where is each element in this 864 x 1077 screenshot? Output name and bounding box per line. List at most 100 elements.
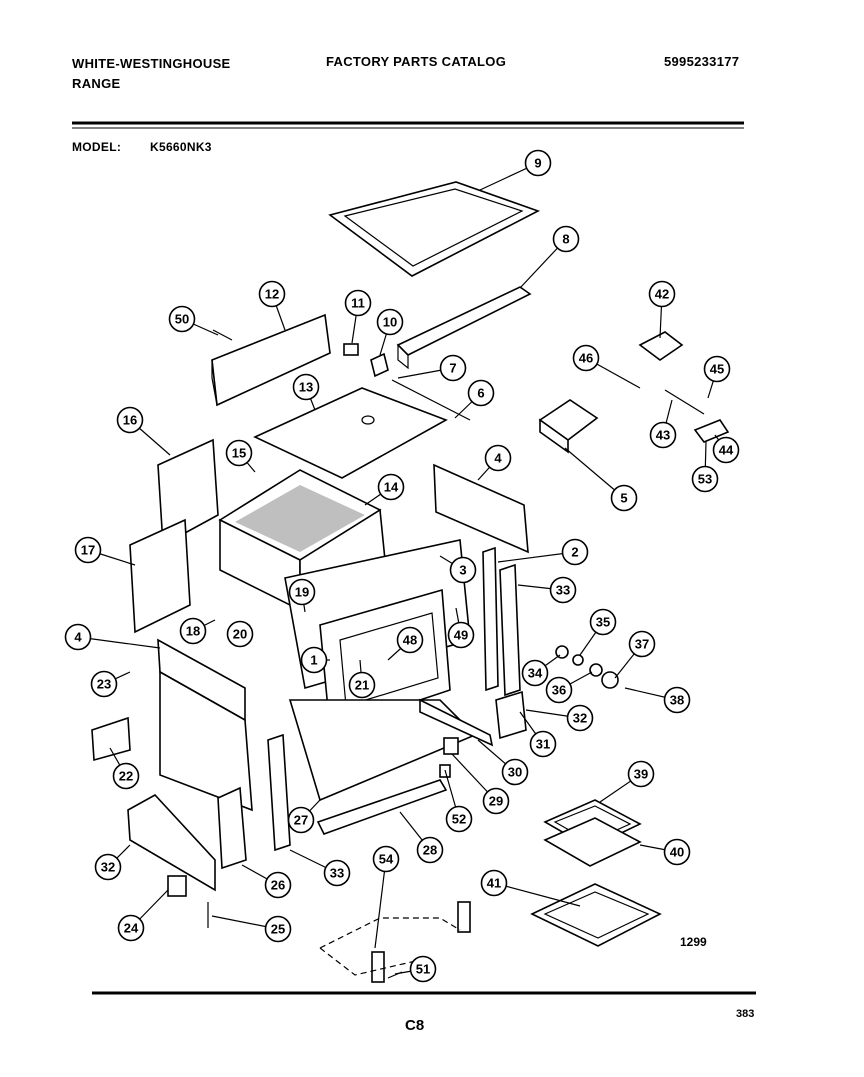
callout-bubble (589, 608, 617, 636)
callout-bubble (691, 465, 719, 493)
drawing-code: 1299 (680, 935, 707, 949)
callout-bubble (561, 538, 589, 566)
leader-line-4 (77, 636, 161, 649)
callout-10: 10 (376, 308, 404, 336)
callout-23: 23 (90, 670, 118, 698)
model-value: K5660NK3 (150, 140, 212, 154)
callout-37: 37 (628, 630, 656, 658)
part-11-clip (343, 343, 359, 356)
callout-17: 17 (74, 536, 102, 564)
callout-52: 52 (445, 805, 473, 833)
callout-35: 35 (589, 608, 617, 636)
callout-13: 13 (292, 373, 320, 401)
callout-number: 16 (123, 413, 137, 428)
part-41-oven-rack (530, 883, 662, 947)
callout-bubble (288, 578, 316, 606)
part-35-nut (572, 654, 584, 666)
part-16-side-panel (157, 438, 219, 547)
callout-bubble (447, 621, 475, 649)
callout-bubble (292, 373, 320, 401)
part-30-slide (419, 698, 494, 747)
callout-40: 40 (663, 838, 691, 866)
callout-48: 48 (396, 626, 424, 654)
part-36-grommet (589, 663, 603, 677)
callout-bubble (482, 787, 510, 815)
callout-number: 33 (556, 583, 570, 598)
part-33-post-left (267, 733, 291, 852)
page-number: 383 (736, 1008, 754, 1020)
callout-42: 42 (648, 280, 676, 308)
callout-44: 44 (712, 436, 740, 464)
callout-number: 6 (477, 386, 484, 401)
callout-43: 43 (649, 421, 677, 449)
callout-number: 54 (379, 852, 394, 867)
callout-bubble (117, 914, 145, 942)
callout-number: 11 (351, 296, 365, 311)
callout-bubble (449, 556, 477, 584)
callout-16: 16 (116, 406, 144, 434)
callout-number: 2 (571, 545, 578, 560)
callout-3: 3 (449, 556, 477, 584)
part-13-insulation (253, 387, 448, 479)
callout-29: 29 (482, 787, 510, 815)
part-24-leg (167, 875, 187, 897)
callout-bubble (628, 630, 656, 658)
callout-27: 27 (287, 806, 315, 834)
callout-number: 52 (452, 812, 466, 827)
callout-number: 22 (119, 769, 133, 784)
callout-bubble (323, 859, 351, 887)
callout-5: 5 (610, 484, 638, 512)
callout-number: 29 (489, 794, 503, 809)
callout-number: 38 (670, 693, 684, 708)
callout-number: 32 (101, 860, 115, 875)
callout-21: 21 (348, 671, 376, 699)
callout-number: 33 (330, 866, 344, 881)
callout-2: 2 (561, 538, 589, 566)
callout-number: 34 (528, 666, 543, 681)
part-33-post-right (499, 563, 521, 697)
part-drawings (91, 181, 730, 983)
callout-bubble (94, 853, 122, 881)
callout-45: 45 (703, 355, 731, 383)
part-29-block (443, 737, 459, 755)
callout-4: 4 (484, 444, 512, 472)
callout-number: 15 (232, 446, 246, 461)
callout-number: 10 (383, 315, 397, 330)
callout-number: 49 (454, 628, 468, 643)
callout-number: 50 (175, 312, 189, 327)
callout-30: 30 (501, 758, 529, 786)
callout-number: 21 (355, 678, 369, 693)
callout-bubble (712, 436, 740, 464)
callout-number: 18 (186, 624, 200, 639)
callout-number: 44 (719, 443, 734, 458)
callout-22: 22 (112, 762, 140, 790)
callout-46: 46 (572, 344, 600, 372)
part-9-top-panel (328, 181, 541, 277)
callout-bubble (264, 871, 292, 899)
part-28-rail (316, 779, 448, 835)
callout-number: 1 (310, 653, 317, 668)
callout-number: 36 (552, 683, 566, 698)
brand-line-2: RANGE (72, 76, 121, 91)
callout-number: 35 (596, 615, 610, 630)
callout-bubble (545, 676, 573, 704)
callout-7: 7 (439, 354, 467, 382)
callout-28: 28 (416, 836, 444, 864)
callout-number: 46 (579, 351, 593, 366)
part-44-knob (693, 419, 730, 443)
callout-number: 48 (403, 633, 417, 648)
callout-number: 13 (299, 380, 313, 395)
callout-number: 12 (265, 287, 279, 302)
part-6-rod (391, 379, 471, 421)
callout-labels: 1234456789101112131415161718192021222324… (64, 149, 740, 983)
callout-number: 5 (620, 491, 627, 506)
callout-31: 31 (529, 730, 557, 758)
callout-bubble (648, 280, 676, 308)
callout-49: 49 (447, 621, 475, 649)
callout-bubble (112, 762, 140, 790)
part-22-foot (91, 716, 131, 762)
callout-bubble (521, 659, 549, 687)
callout-33: 33 (549, 576, 577, 604)
callout-bubble (258, 280, 286, 308)
callout-bubble (524, 149, 552, 177)
